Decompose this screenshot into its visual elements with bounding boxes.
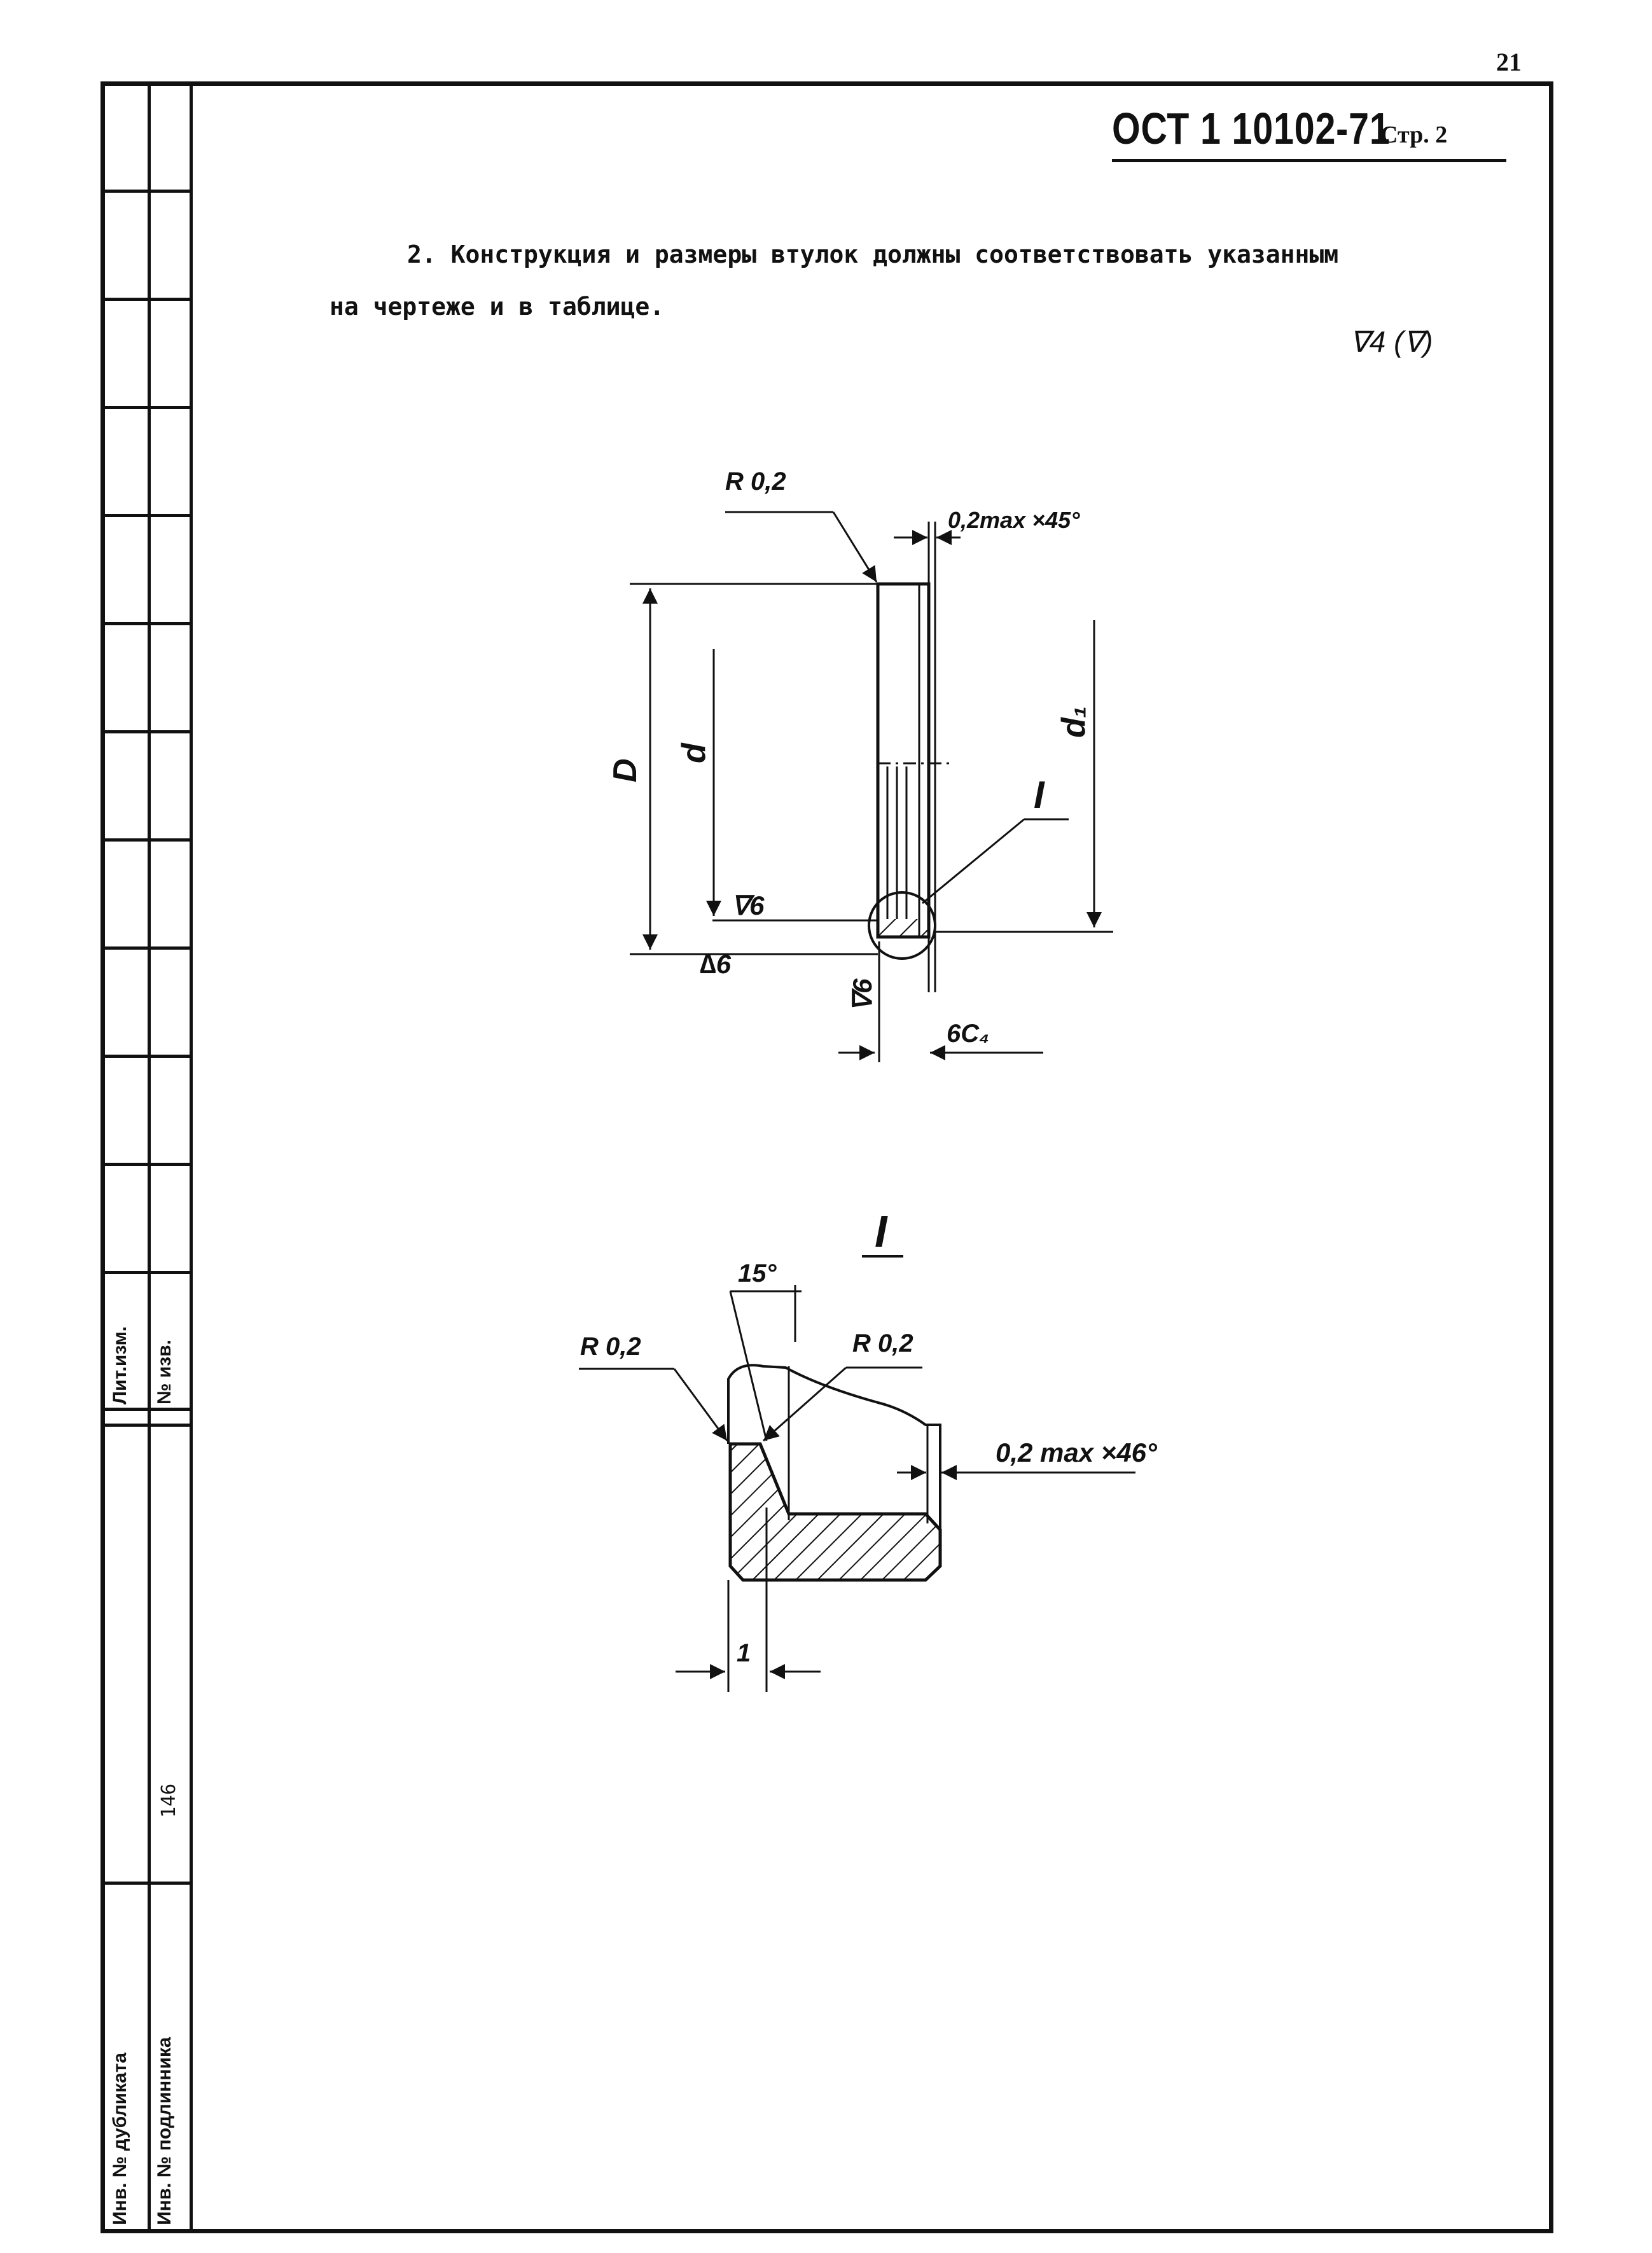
side-row	[101, 514, 190, 517]
side-row	[101, 1163, 190, 1166]
dim-d1-label: d₁	[1055, 706, 1092, 738]
detail-radius-right-label: R 0,2	[852, 1329, 913, 1357]
document-page-label: Стр. 2	[1380, 121, 1448, 148]
width-label: 6С₄	[947, 1020, 989, 1048]
paragraph-line-1: 2. Конструкция и размеры втулок должны с…	[407, 240, 1339, 268]
side-row	[101, 838, 190, 842]
roughness-side-label: ∇6	[847, 978, 877, 1011]
detail-section	[728, 1442, 942, 1582]
detail-view	[579, 1255, 1135, 1692]
side-column-1	[101, 81, 151, 2233]
detail-mark-label: I	[1034, 773, 1045, 816]
section-hatch	[879, 919, 930, 937]
side-row	[101, 406, 190, 409]
paragraph-line-2: на чертеже и в таблице.	[330, 293, 665, 321]
side-column-2	[148, 81, 193, 2233]
dim-D-label: D	[607, 758, 644, 782]
side-row	[101, 1882, 190, 1885]
detail-radius-left-leader	[673, 1368, 728, 1441]
detail-chamfer-label: 0,2 max ×46°	[996, 1438, 1158, 1467]
dim-d-label: d	[676, 742, 712, 763]
radius-leader	[832, 511, 878, 583]
page-number: 21	[1496, 48, 1522, 76]
side-stamp: Лит.изм. № изв. 146 Инв. № дубликата Инв…	[101, 81, 193, 2233]
header-underline	[1112, 159, 1506, 162]
detail-radius-left-label: R 0,2	[580, 1333, 641, 1361]
roughness-outer-label: ∆6	[700, 949, 732, 979]
side-row	[101, 946, 190, 950]
main-chamfer-label: 0,2max ×45°	[948, 507, 1080, 533]
main-view	[630, 511, 1113, 1062]
detail-title: I	[875, 1207, 888, 1256]
side-row	[101, 190, 190, 193]
detail-dim-1-label: 1	[737, 1639, 751, 1667]
side-row	[101, 622, 190, 625]
side-row	[101, 1408, 190, 1411]
main-radius-label: R 0,2	[725, 468, 786, 496]
general-roughness: ∇4 (∇)	[1350, 325, 1433, 358]
page-frame	[101, 81, 1553, 2233]
detail-angle-label: 15°	[738, 1259, 777, 1287]
side-row	[101, 730, 190, 733]
side-row	[101, 1055, 190, 1058]
roughness-inner-label: ∇6	[732, 891, 765, 920]
side-row	[101, 1424, 190, 1427]
detail-radius-right-leader	[763, 1366, 847, 1442]
side-row	[101, 298, 190, 301]
side-row	[101, 1271, 190, 1274]
document-code: ОСТ 1 10102-71	[1112, 104, 1391, 153]
bushing-outline	[876, 582, 931, 939]
detail-circle	[868, 891, 936, 960]
